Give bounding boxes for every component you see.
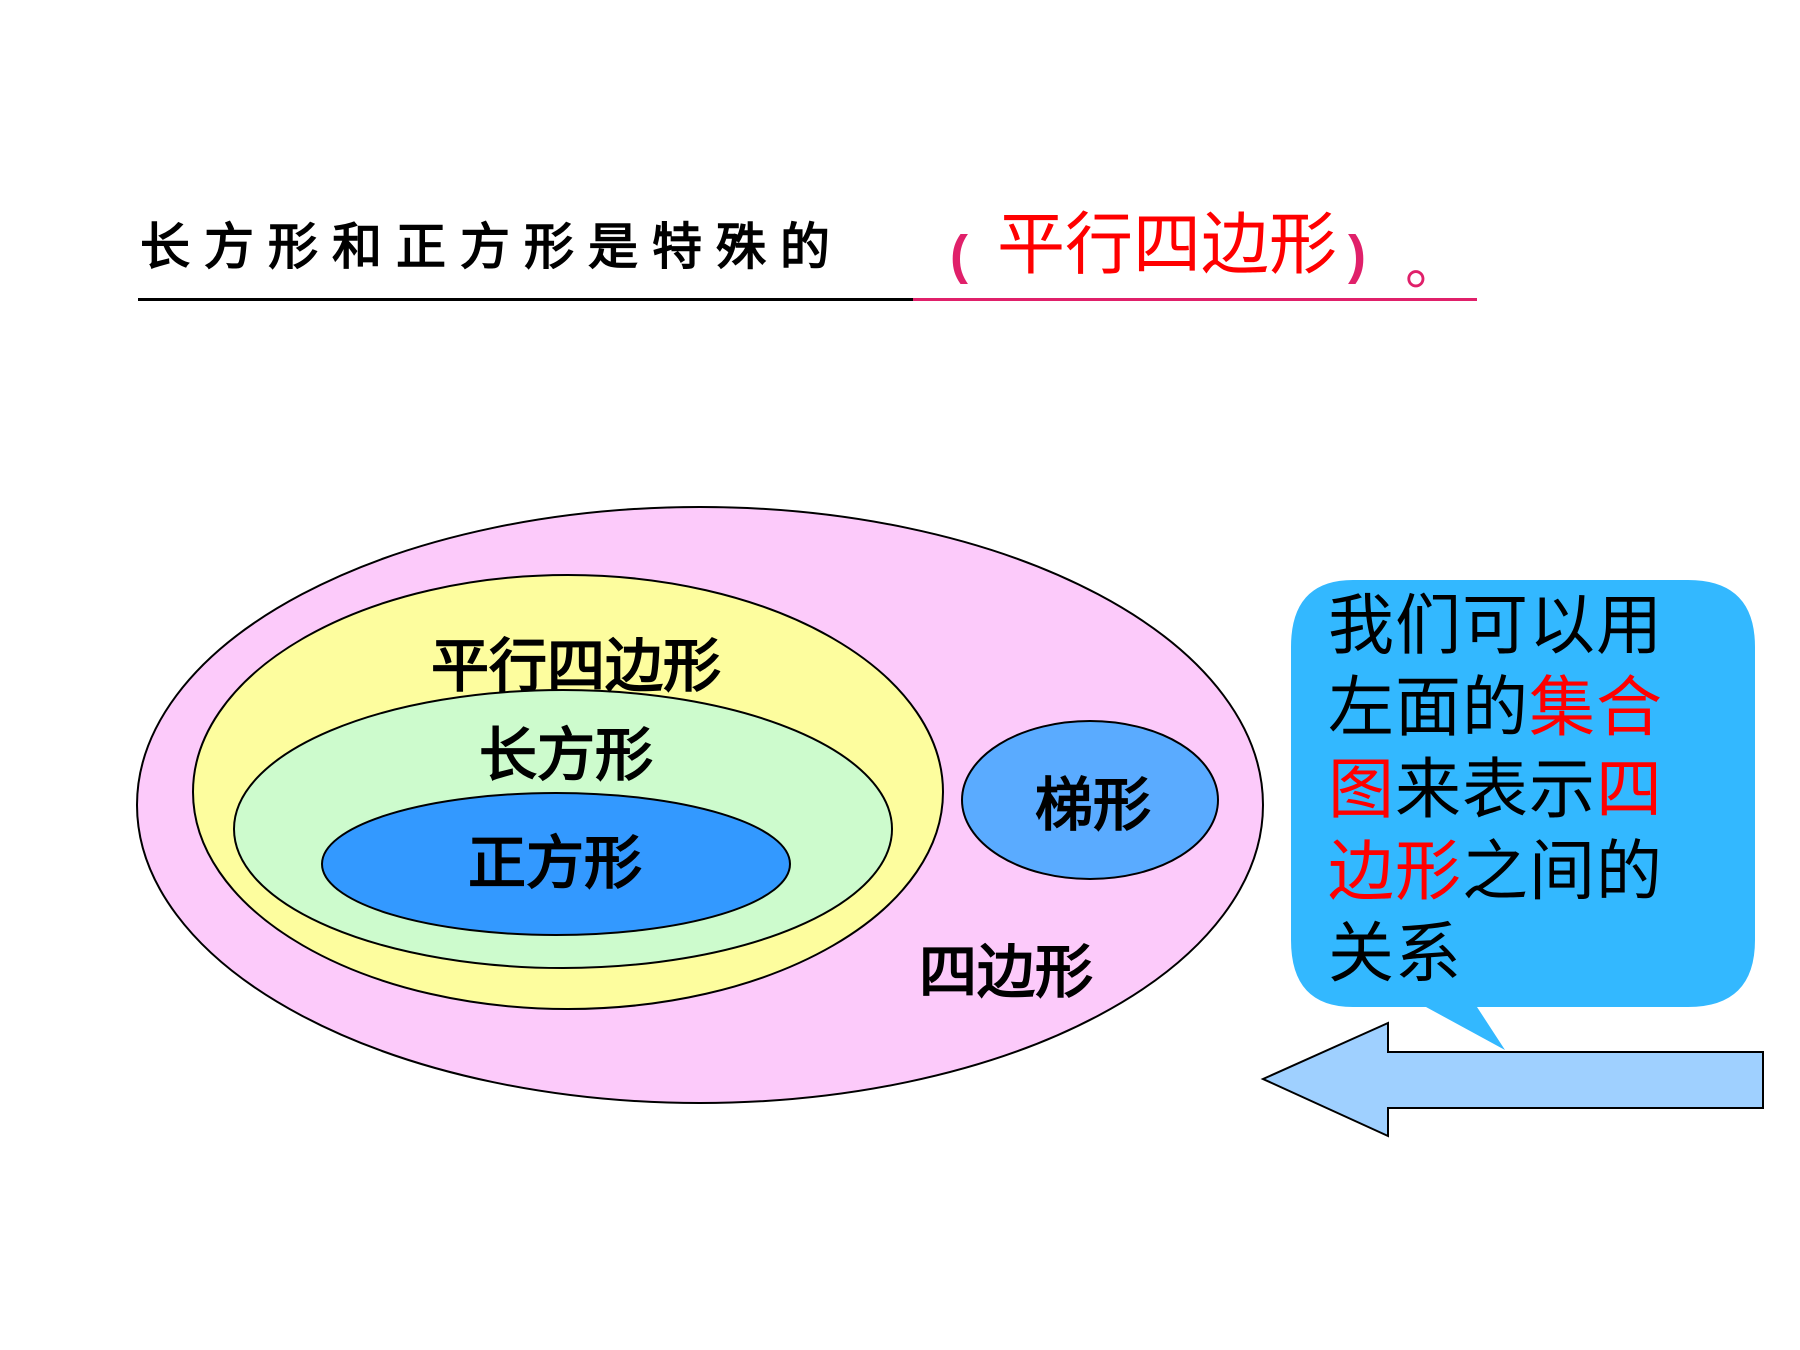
quadrilateral-label: 四边形 bbox=[919, 938, 1093, 1006]
title-answer: 平行四边形 bbox=[997, 206, 1338, 285]
square-set bbox=[321, 792, 791, 936]
parallelogram-label: 平行四边形 bbox=[431, 632, 721, 700]
title-underline bbox=[138, 298, 913, 301]
callout-segment: 来表示 bbox=[1395, 751, 1596, 828]
left-arrow bbox=[1260, 1021, 1764, 1138]
title-prefix: 长方形和正方形是特殊的 bbox=[140, 217, 844, 276]
callout-segment: 之间的关系 bbox=[1328, 833, 1663, 992]
title-paren-open: ( bbox=[950, 225, 968, 285]
callout-bubble bbox=[1291, 580, 1755, 1050]
callout-text: 我们可以用左面的集合图来表示四边形之间的关系 bbox=[1328, 585, 1708, 995]
trapezoid-label: 梯形 bbox=[1035, 771, 1151, 839]
callout-highlight: 四边形 bbox=[1328, 751, 1663, 910]
title-period: 。 bbox=[1405, 233, 1461, 298]
square-label: 正方形 bbox=[468, 829, 642, 897]
title-paren-close: ) bbox=[1348, 225, 1366, 285]
answer-underline bbox=[913, 298, 1477, 301]
callout-highlight: 集合图 bbox=[1328, 669, 1663, 828]
rectangle-label: 长方形 bbox=[479, 721, 653, 789]
callout-segment: 我们可以用左面的 bbox=[1328, 587, 1663, 746]
trapezoid-set bbox=[961, 720, 1219, 880]
